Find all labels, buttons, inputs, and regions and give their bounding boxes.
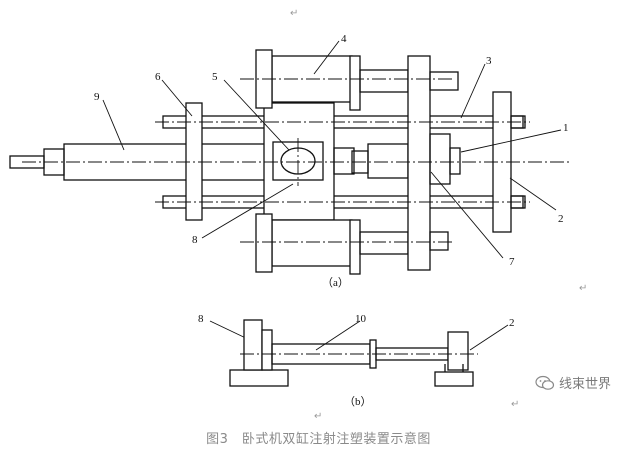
platen-3 — [407, 55, 431, 271]
cylinder-4-bottom-right-flange — [349, 219, 361, 275]
leader-8-a — [201, 183, 294, 239]
leader-9 — [102, 99, 125, 151]
label-5: 5 — [212, 71, 218, 83]
leader-2-b — [469, 324, 509, 351]
cylinder-4-bottom-rod — [359, 231, 409, 255]
label-8: 8 — [192, 234, 198, 246]
cylinder-4-bottom-block — [271, 219, 353, 267]
screw-body — [367, 143, 409, 179]
platen-3-top-stub — [429, 71, 459, 91]
b-right-base — [434, 371, 474, 387]
leader-1 — [460, 129, 562, 153]
cylinder-4-bottom-left-flange — [255, 213, 273, 273]
part-1-hub — [429, 133, 451, 185]
plate-6 — [185, 102, 203, 221]
label-4: 4 — [341, 33, 347, 45]
watermark-text: 线束世界 — [559, 377, 612, 392]
label-6: 6 — [155, 71, 161, 83]
leader-5 — [223, 79, 290, 151]
leader-6 — [161, 79, 193, 117]
label-9: 9 — [94, 91, 100, 103]
cylinder-4-top-right-flange — [349, 55, 361, 111]
subfigure-b-label: （b） — [344, 395, 372, 408]
label-3: 3 — [486, 55, 492, 67]
b-right-block — [447, 331, 469, 371]
leader-3 — [460, 63, 486, 119]
b-left-block — [243, 319, 263, 371]
b-label-2: 2 — [509, 317, 515, 329]
b-left-base — [229, 369, 289, 387]
platen-3-bottom-stub — [429, 231, 449, 251]
para-mark-2: ↵ — [579, 283, 587, 294]
coupling — [333, 147, 355, 175]
label-1: 1 — [563, 122, 569, 134]
part-1-tip — [449, 147, 461, 175]
leader-2 — [509, 177, 557, 211]
leader-10 — [315, 320, 361, 351]
para-mark-1: ↵ — [290, 8, 298, 19]
leader-4 — [313, 40, 340, 75]
label-2: 2 — [558, 213, 564, 225]
b-label-10: 10 — [355, 313, 367, 325]
label-7: 7 — [509, 256, 515, 268]
cylinder-4-top-rod — [359, 69, 409, 93]
figure-caption: 图3 卧式机双缸注射注塑装置示意图 — [206, 432, 431, 447]
leader-7 — [430, 171, 504, 259]
watermark: 线束世界 — [535, 373, 611, 392]
wechat-logo-icon — [535, 375, 555, 390]
subfigure-a-label: （a） — [322, 276, 349, 289]
b-label-8: 8 — [198, 313, 204, 325]
para-mark-4: ↵ — [314, 411, 322, 422]
para-mark-3: ↵ — [511, 399, 519, 410]
b-left-flange — [261, 329, 273, 371]
